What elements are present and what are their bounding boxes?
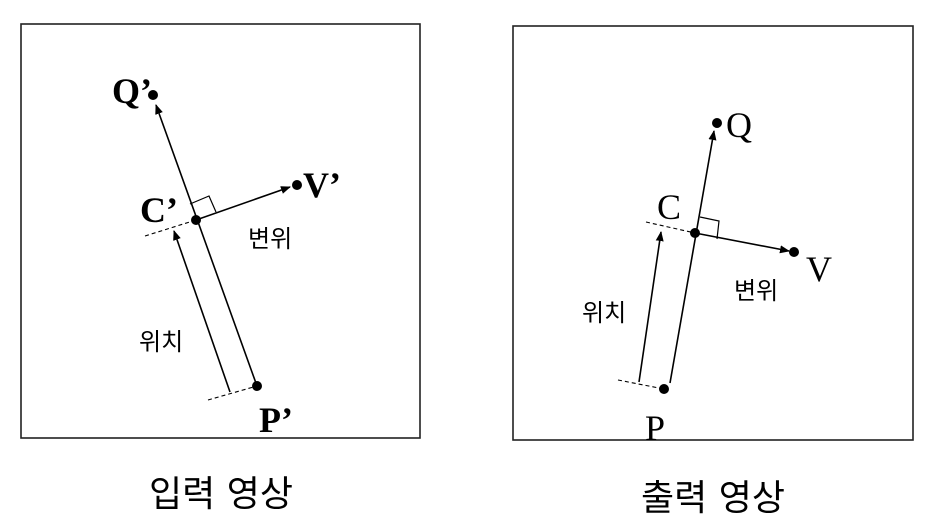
output-image-frame (512, 25, 914, 441)
input-point-p (252, 381, 262, 391)
output-dashed-perp-c (645, 221, 696, 234)
input-image-panel: Q’ C’ V’ P’ 변위 위치 (20, 23, 421, 440)
output-point-v (789, 247, 799, 257)
output-displacement-label: 변위 (734, 277, 778, 305)
output-position-label: 위치 (582, 299, 626, 327)
output-right-angle-icon (699, 216, 720, 240)
output-displacement-arrow (694, 232, 790, 254)
input-point-c (191, 215, 201, 225)
input-position-label: 위치 (139, 328, 183, 356)
input-point-v (292, 180, 302, 190)
input-point-q (148, 90, 158, 100)
input-label-p: P’ (259, 400, 293, 440)
output-point-p (659, 384, 669, 394)
output-dashed-perp-p (617, 379, 665, 390)
output-label-c: C (657, 187, 681, 227)
output-position-arrow (638, 231, 664, 383)
input-label-v: V’ (303, 165, 341, 205)
output-label-q: Q (726, 105, 752, 145)
input-right-angle-icon (189, 195, 217, 213)
output-label-p: P (645, 408, 665, 448)
input-displacement-arrow (195, 186, 291, 221)
input-axis-arrow (155, 104, 258, 387)
input-image-frame (20, 23, 421, 439)
input-image-caption: 입력 영상 (149, 474, 293, 515)
output-image-caption: 출력 영상 (641, 478, 785, 519)
output-image-panel: Q C V P 변위 위치 (512, 25, 914, 448)
output-point-c (690, 228, 700, 238)
input-position-arrow (173, 230, 231, 393)
input-label-c: C’ (140, 190, 178, 230)
input-label-q: Q’ (112, 71, 152, 111)
output-point-q (712, 118, 722, 128)
input-dashed-perp-p (207, 385, 258, 401)
input-dashed-perp-c (144, 219, 197, 237)
input-displacement-label: 변위 (248, 225, 292, 253)
output-axis-arrow (669, 130, 717, 384)
output-label-v: V (806, 249, 832, 289)
